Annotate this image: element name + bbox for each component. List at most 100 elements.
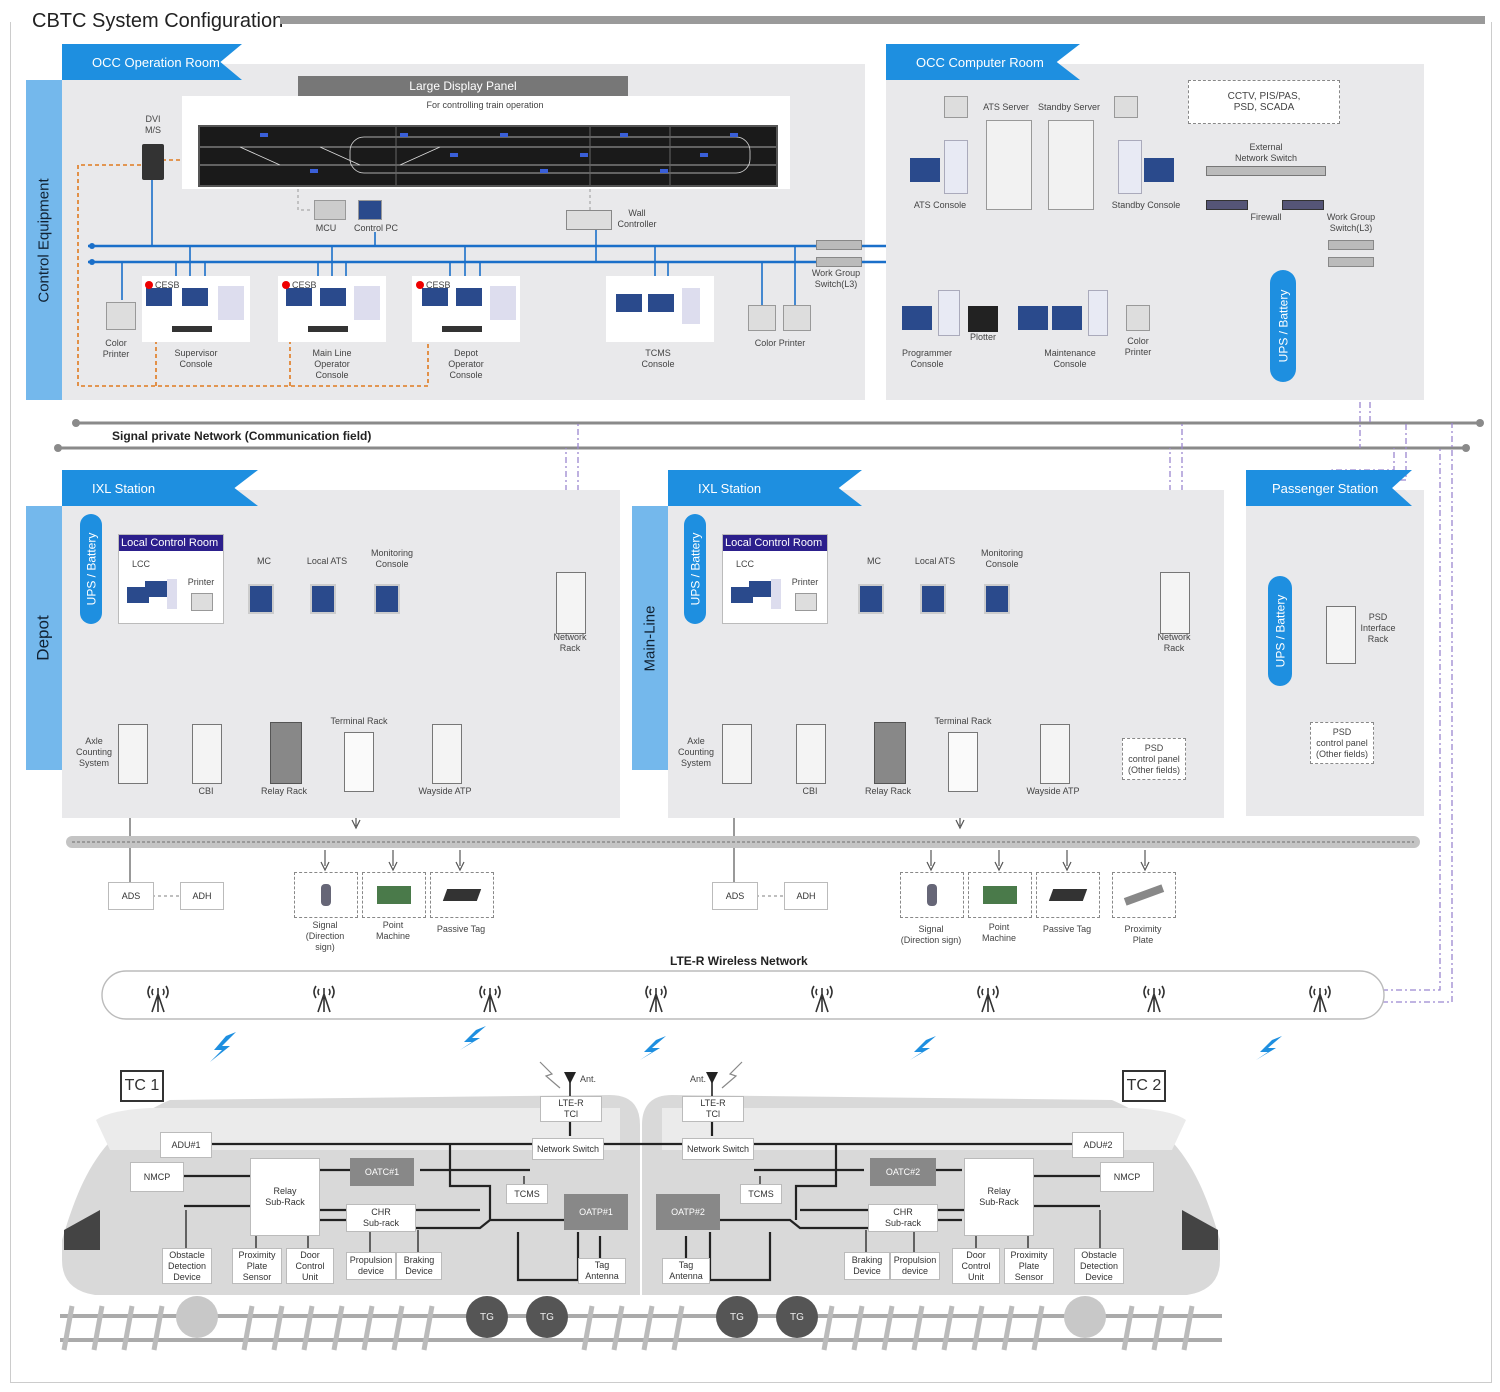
ces-label: CESB — [155, 280, 180, 290]
obstacle-detection-1: Obstacle Detection Device — [162, 1248, 212, 1284]
relay-rack-icon — [270, 722, 302, 784]
monitor-icon — [422, 288, 448, 306]
lte-network-label: LTE-R Wireless Network — [670, 954, 808, 968]
point-machine-device — [362, 872, 426, 918]
tag-antenna-1: Tag Antenna — [578, 1258, 626, 1284]
point-machine-icon — [983, 886, 1017, 904]
color-printer-icon — [748, 305, 776, 331]
wayside-atp-rack-icon — [432, 724, 462, 784]
propulsion-1: Propulsion device — [346, 1252, 396, 1280]
printer-icon — [795, 593, 817, 611]
psd-interface-rack-icon — [1326, 606, 1356, 664]
monitor-icon — [286, 288, 312, 306]
terminal-rack-icon — [344, 732, 374, 792]
supervisor-console-label: Supervisor Console — [174, 348, 218, 369]
depot-side: Depot — [26, 506, 62, 770]
ant-label: Ant. — [580, 1074, 597, 1084]
depot-operator-console[interactable] — [412, 276, 520, 342]
color-printer-icon — [1126, 305, 1150, 331]
work-group-switch-right-label: Work Group Switch(L3) — [1326, 212, 1376, 233]
point-machine-label: Point Machine — [981, 922, 1017, 943]
network-switch-2: Network Switch — [682, 1138, 754, 1160]
cell-tower-icon — [476, 980, 504, 1014]
supervisor-console[interactable] — [142, 276, 250, 342]
nmcp-box-1: NMCP — [130, 1162, 184, 1192]
ces-label: CESB — [426, 280, 451, 290]
depot-label: Depot — [34, 615, 53, 661]
page-title: CBTC System Configuration — [32, 10, 284, 32]
passive-tag-label: Passive Tag — [1042, 924, 1092, 934]
adu2-box: ADU#2 — [1072, 1132, 1124, 1158]
nmcp-box-2: NMCP — [1100, 1162, 1154, 1192]
tower-pc-icon — [771, 579, 781, 609]
propulsion-2: Propulsion device — [890, 1252, 940, 1280]
proximity-plate-device — [1112, 872, 1176, 918]
ups-label: UPS / Battery — [1273, 594, 1288, 668]
lcc-label: LCC — [735, 559, 754, 569]
lte-tcl-2: LTE-R TCl — [682, 1096, 744, 1122]
monitor-icon — [616, 294, 642, 312]
chr-subrack-1: CHR Sub-rack — [346, 1204, 416, 1232]
ldp-track-graphic — [200, 127, 776, 185]
lte-tcl-1: LTE-R TCl — [540, 1096, 602, 1122]
monitoring-console-label: Monitoring Console — [980, 548, 1024, 569]
standby-console-label: Standby Console — [1111, 200, 1181, 210]
chr-subrack-2: CHR Sub-rack — [868, 1204, 938, 1232]
color-printer-occ-label: Color Printer — [1124, 336, 1152, 357]
tg-wheel: TG — [776, 1296, 818, 1338]
wayside-atp-rack-icon — [1040, 724, 1070, 784]
printer-icon — [191, 593, 213, 611]
monitor-icon — [320, 288, 346, 306]
printer-icon — [944, 96, 968, 118]
oatp2-box: OATP#2 — [656, 1194, 720, 1230]
axle-counting-label: Axle Counting System — [75, 736, 113, 768]
dvi-switch-icon — [142, 144, 164, 180]
tc2-label: TC 2 — [1122, 1070, 1166, 1102]
local-control-room-depot: Local Control Room LCC Printer — [118, 534, 224, 624]
ups-label: UPS / Battery — [1276, 289, 1291, 363]
monitor-icon — [127, 587, 149, 603]
braking-1: Braking Device — [396, 1252, 442, 1280]
signal-icon — [321, 884, 331, 906]
wall-controller-icon — [566, 210, 612, 230]
monitor-icon — [902, 306, 932, 330]
standby-server-rack-icon — [1048, 120, 1094, 210]
title-divider — [280, 16, 1485, 24]
relay-rack-label: Relay Rack — [864, 786, 911, 796]
monitoring-console-label: Monitoring Console — [370, 548, 414, 569]
proximity-sensor-1: Proximity Plate Sensor — [232, 1248, 282, 1284]
tab-mainline-ixl: IXL Station — [668, 470, 862, 506]
main-line-operator-console[interactable] — [278, 276, 386, 342]
programmer-console-label: Programmer Console — [901, 348, 952, 369]
lcr-title: Local Control Room — [119, 535, 223, 551]
main-line-operator-console-label: Main Line Operator Console — [312, 348, 352, 380]
cell-tower-icon — [1140, 980, 1168, 1014]
adh-box: ADH — [180, 882, 224, 910]
ups-battery-passenger: UPS / Battery — [1268, 576, 1292, 686]
work-group-switch-icon — [1328, 240, 1374, 250]
firewall-icon — [1282, 200, 1324, 210]
dvi-label: DVI M/S — [144, 114, 161, 135]
ups-battery-mainline: UPS / Battery — [684, 514, 706, 624]
passive-tag-device — [1036, 872, 1100, 918]
tg-wheel: TG — [526, 1296, 568, 1338]
ces-indicator-icon — [416, 281, 424, 289]
color-printer-left-icon — [106, 302, 136, 330]
lcr-title: Local Control Room — [723, 535, 827, 551]
monitor-icon — [1144, 158, 1174, 182]
tcms-box-2: TCMS — [740, 1184, 782, 1204]
relay-rack-icon — [874, 722, 906, 784]
tower-pc-icon — [1118, 140, 1142, 194]
cell-tower-icon — [1306, 980, 1334, 1014]
work-group-switch-icon — [816, 240, 862, 250]
cell-tower-icon — [310, 980, 338, 1014]
control-pc-icon — [358, 200, 382, 220]
cell-tower-icon — [144, 980, 172, 1014]
local-ats-label: Local ATS — [306, 556, 348, 566]
ups-label: UPS / Battery — [84, 532, 99, 606]
point-machine-icon — [377, 886, 411, 904]
axle-counting-label: Axle Counting System — [677, 736, 715, 768]
color-printer-right-label: Color Printer — [754, 338, 806, 348]
tcms-console[interactable] — [606, 276, 714, 342]
printer-icon — [1114, 96, 1138, 118]
